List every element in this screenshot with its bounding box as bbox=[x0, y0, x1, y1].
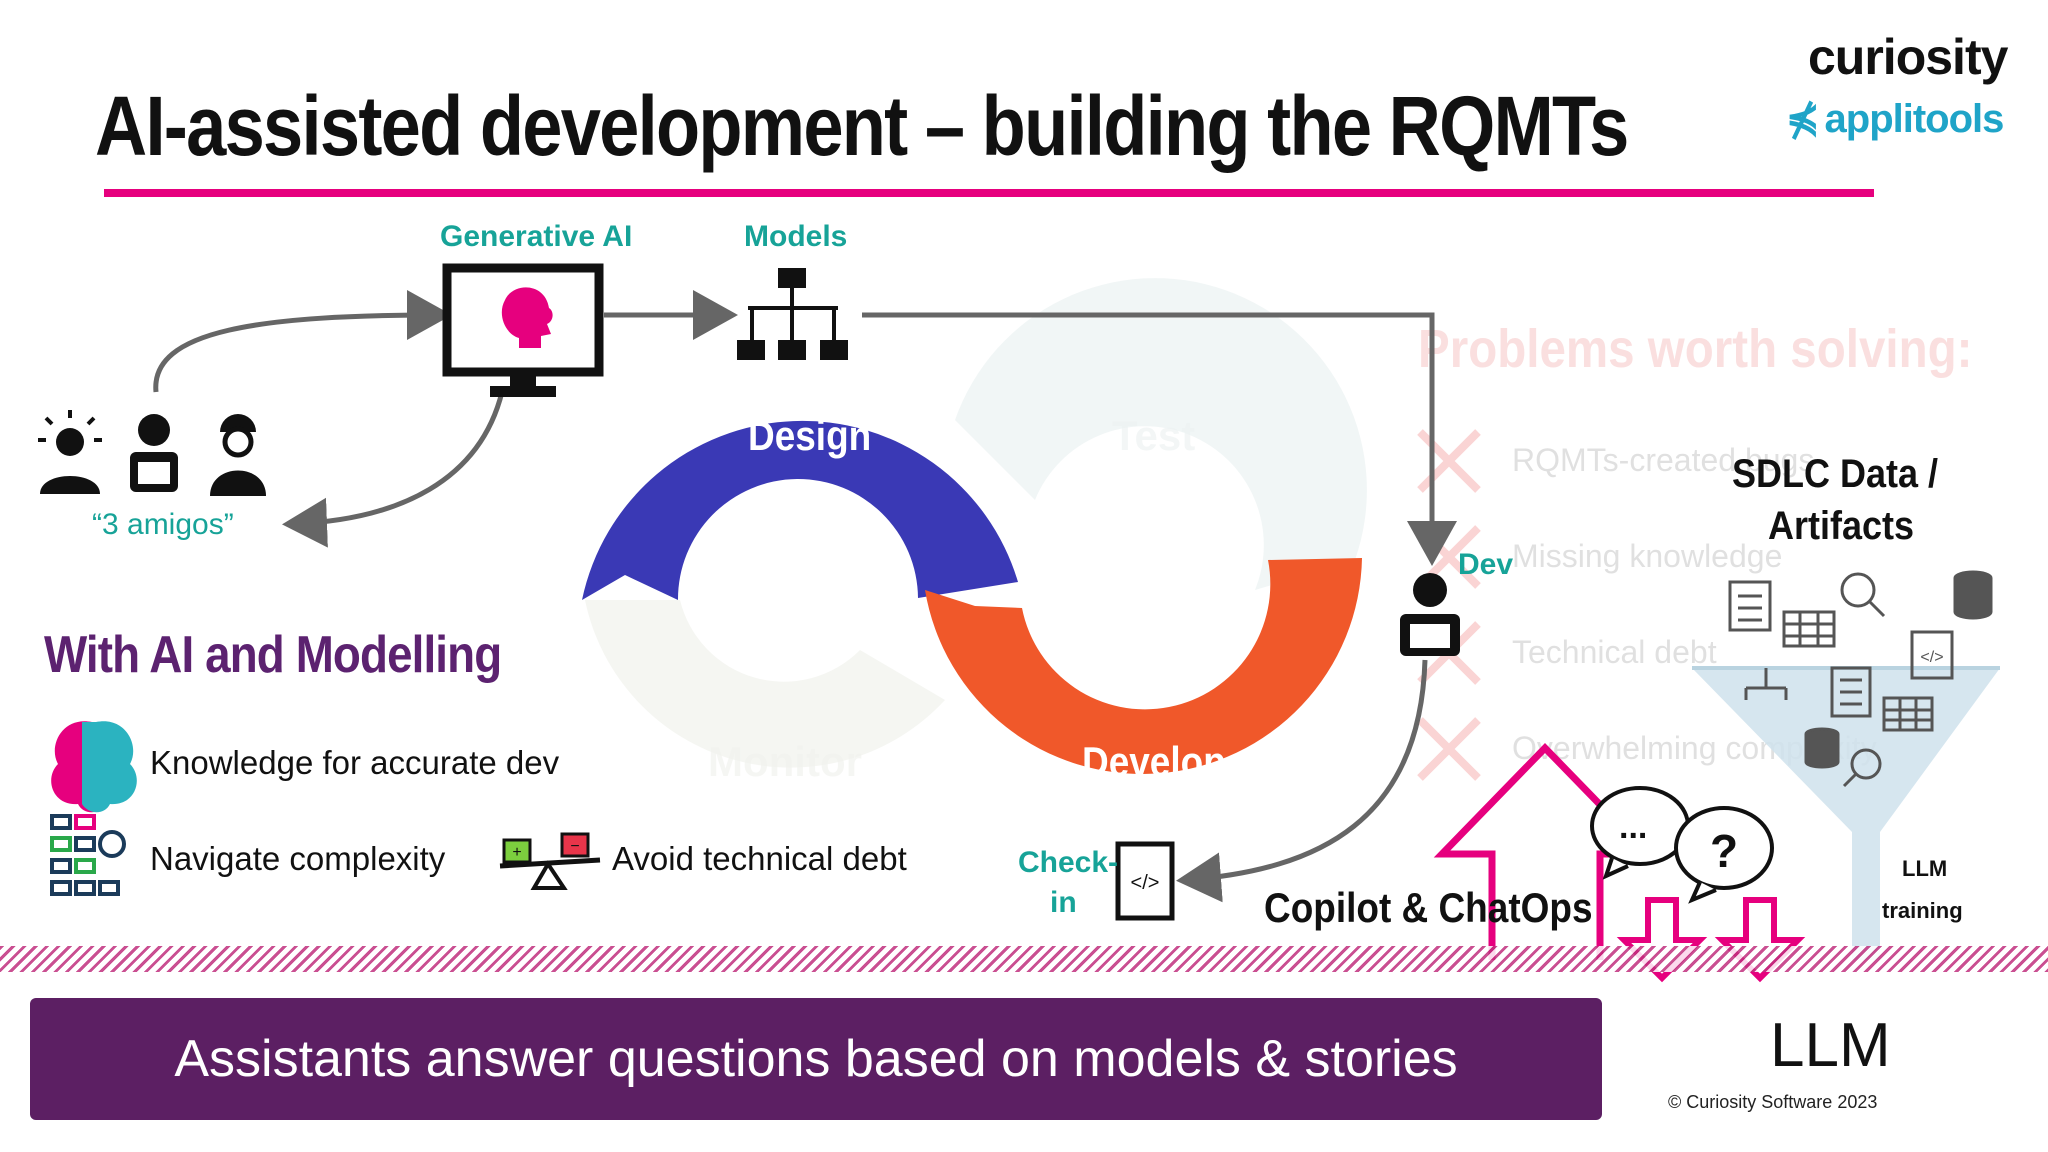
svg-text:+: + bbox=[512, 844, 521, 861]
brain-icon bbox=[51, 721, 137, 813]
feature-knowledge: Knowledge for accurate dev bbox=[150, 744, 560, 781]
problem-item: RQMTs-created bugs bbox=[1512, 442, 1815, 478]
check-label: Check- bbox=[1018, 846, 1119, 879]
banner-text: Assistants answer questions based on mod… bbox=[174, 1030, 1458, 1088]
sdlc-label-line2: Artifacts bbox=[1768, 504, 1915, 548]
balance-icon: + − bbox=[499, 832, 601, 890]
ai-to-amigos-arrow bbox=[282, 391, 505, 548]
dev-person-icon bbox=[1400, 573, 1460, 656]
curiosity-logo: curiosity bbox=[1808, 29, 2008, 85]
slide-title: AI-assisted development – building the R… bbox=[95, 79, 1629, 173]
svg-text:</>: </> bbox=[1920, 649, 1943, 666]
ellipsis-bubble-icon bbox=[1590, 786, 1690, 880]
llm-label: LLM bbox=[1770, 1011, 1891, 1080]
ellipsis-text: ... bbox=[1619, 808, 1648, 846]
develop-label: Develop bbox=[1082, 738, 1226, 785]
monitor-segment bbox=[585, 600, 945, 768]
artifact-icons: </> bbox=[1728, 570, 1993, 788]
sdlc-label-line1: SDLC Data / bbox=[1732, 452, 1939, 496]
in-label: in bbox=[1050, 886, 1077, 919]
monitor-ai-icon bbox=[442, 263, 604, 397]
engineer-person-icon bbox=[210, 414, 266, 496]
feature-complexity: Navigate complexity bbox=[150, 840, 446, 877]
test-label: Test bbox=[1112, 412, 1196, 459]
llm-training-line1: LLM bbox=[1902, 856, 1948, 881]
svg-text:</>: </> bbox=[1131, 872, 1160, 894]
hatched-divider bbox=[0, 946, 2048, 972]
monitor-label: Monitor bbox=[708, 738, 862, 785]
section-heading: With AI and Modelling bbox=[44, 626, 502, 684]
problems-title: Problems worth solving: bbox=[1418, 319, 1973, 379]
amigos-to-ai-arrow bbox=[153, 290, 452, 393]
code-document-icon: </> bbox=[1115, 841, 1175, 921]
llm-training-line2: training bbox=[1882, 898, 1963, 923]
applitools-logo: ⋠applitools bbox=[1786, 97, 2004, 141]
question-bubble-icon bbox=[1674, 806, 1774, 904]
developer-person-icon bbox=[130, 414, 178, 492]
hierarchy-icon bbox=[737, 268, 848, 360]
amigos-label: “3 amigos” bbox=[92, 508, 234, 541]
network-icon bbox=[50, 814, 126, 896]
problem-item: Technical debt bbox=[1512, 634, 1717, 670]
copilot-label: Copilot & ChatOps bbox=[1264, 884, 1593, 931]
develop-segment bbox=[925, 558, 1362, 775]
copilot-house-icon bbox=[1433, 742, 1657, 960]
title-underline bbox=[104, 189, 1874, 197]
question-text: ? bbox=[1710, 825, 1739, 877]
problem-item: Missing knowledge bbox=[1512, 538, 1783, 574]
test-segment bbox=[955, 278, 1367, 590]
dev-label: Dev bbox=[1458, 548, 1514, 581]
models-label: Models bbox=[744, 220, 848, 253]
dev-to-checkin-arrow bbox=[1176, 659, 1428, 903]
idea-person-icon bbox=[38, 410, 102, 494]
message-banner: Assistants answer questions based on mod… bbox=[30, 998, 1602, 1120]
feature-technical-debt: Avoid technical debt bbox=[612, 840, 907, 877]
svg-text:−: − bbox=[570, 838, 579, 855]
generative-ai-label: Generative AI bbox=[440, 220, 633, 253]
models-to-dev-arrow bbox=[862, 312, 1457, 566]
copyright: © Curiosity Software 2023 bbox=[1668, 1092, 1878, 1112]
applitools-mark-icon: ⋠ bbox=[1786, 97, 1820, 141]
design-segment bbox=[582, 420, 1018, 600]
design-label: Design bbox=[748, 412, 872, 459]
